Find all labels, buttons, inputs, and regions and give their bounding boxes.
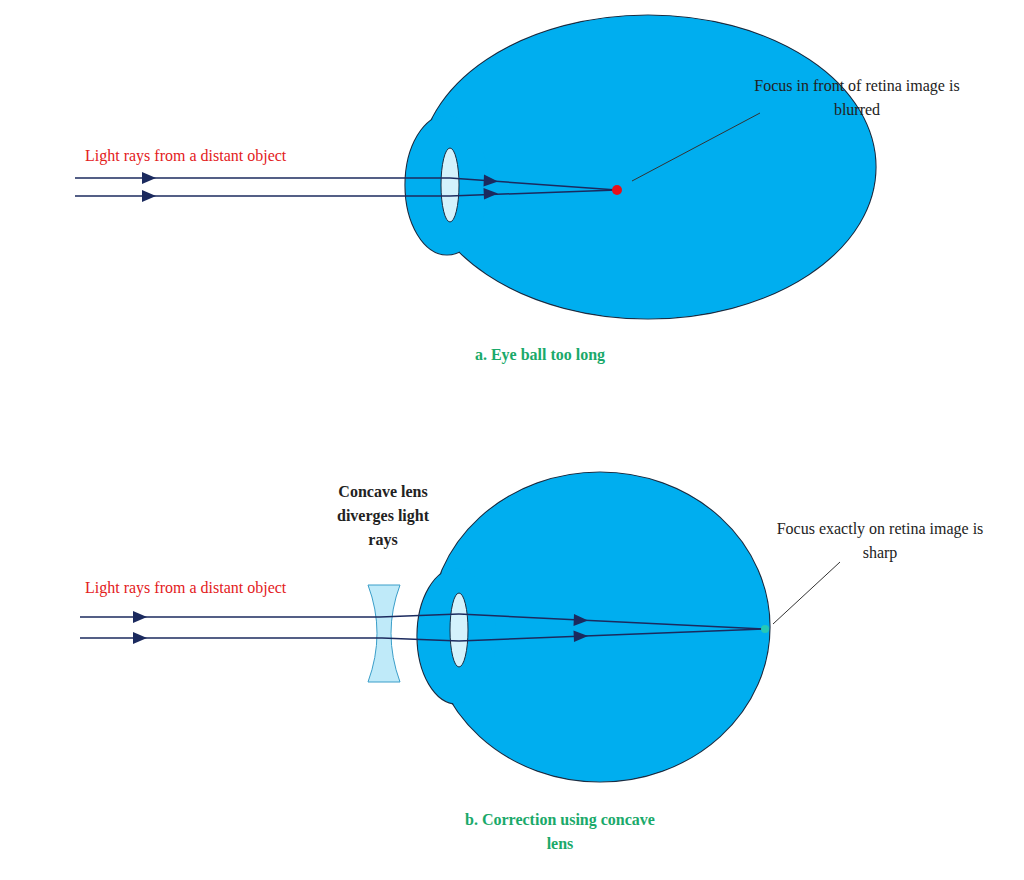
arrowhead bbox=[133, 611, 147, 623]
leader-line bbox=[632, 113, 760, 181]
eyeball-fill bbox=[421, 16, 876, 319]
top-light-rays bbox=[75, 178, 617, 196]
cornea-fill bbox=[418, 569, 497, 704]
arrowhead bbox=[133, 632, 147, 644]
figure-caption: b. Correction using concave lens bbox=[460, 808, 660, 856]
focus-point bbox=[612, 185, 622, 195]
arrowhead bbox=[574, 631, 589, 643]
ray-source-label: Light rays from a distant object bbox=[85, 144, 415, 168]
diverged-ray bbox=[382, 638, 459, 641]
arrowhead bbox=[574, 614, 589, 626]
light-ray bbox=[75, 195, 450, 197]
cornea-fill bbox=[406, 116, 489, 255]
leader-line bbox=[773, 562, 840, 624]
ray-source-label: Light rays from a distant object bbox=[85, 576, 415, 600]
focus-point bbox=[761, 625, 769, 633]
refracted-ray bbox=[450, 190, 617, 196]
refracted-ray bbox=[459, 614, 765, 629]
figure-caption: a. Eye ball too long bbox=[410, 343, 670, 367]
eye-lens bbox=[441, 148, 459, 222]
eye-lens bbox=[450, 593, 468, 667]
top-arrowheads bbox=[142, 172, 498, 202]
light-ray bbox=[80, 616, 380, 618]
arrowhead bbox=[142, 172, 156, 184]
refracted-ray bbox=[459, 629, 765, 641]
corrected-eyeball bbox=[417, 472, 770, 782]
arrowhead bbox=[142, 190, 156, 202]
diverged-ray bbox=[380, 614, 459, 617]
bottom-light-rays bbox=[80, 614, 765, 641]
light-ray bbox=[80, 637, 382, 639]
bottom-arrowheads bbox=[133, 611, 588, 644]
light-ray bbox=[75, 177, 450, 179]
arrowhead bbox=[484, 188, 499, 200]
focus-callout: Focus in front of retina image is blurre… bbox=[752, 74, 962, 122]
lens-callout: Concave lens diverges light rays bbox=[323, 480, 443, 552]
focus-callout: Focus exactly on retina image is sharp bbox=[775, 517, 985, 565]
long-eyeball bbox=[405, 15, 876, 319]
refracted-ray bbox=[450, 178, 617, 190]
concave-lens bbox=[368, 585, 400, 682]
eyeball-outline bbox=[420, 15, 876, 319]
arrowhead bbox=[484, 175, 499, 187]
